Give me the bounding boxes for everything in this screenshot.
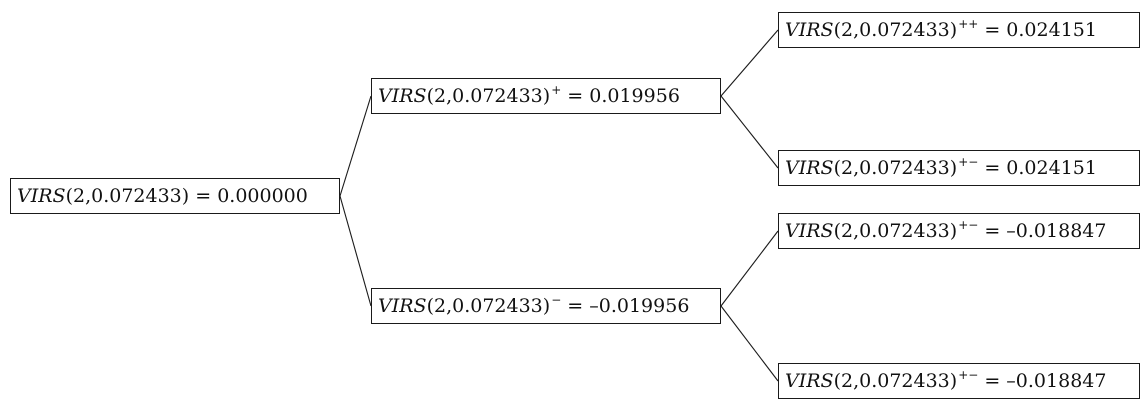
node-value: –0.018847 — [1006, 220, 1107, 242]
node-value: –0.018847 — [1006, 370, 1107, 392]
node-function-name: VIRS — [785, 157, 834, 179]
node-function-name: VIRS — [785, 220, 834, 242]
node-equals: = — [978, 370, 1007, 392]
edge-root-to-down — [339, 195, 372, 307]
node-value: 0.024151 — [1006, 19, 1097, 41]
tree-node-up: VIRS(2,0.072433)+ = 0.019956 — [371, 78, 721, 114]
node-state-suffix: ++ — [958, 17, 979, 31]
tree-node-down-up: VIRS(2,0.072433)+− = –0.018847 — [778, 213, 1140, 249]
edge-down-to-downdown — [720, 305, 779, 382]
edge-root-to-up — [339, 95, 372, 197]
tree-node-up-down: VIRS(2,0.072433)+− = 0.024151 — [778, 150, 1140, 186]
node-equals: = — [978, 19, 1007, 41]
node-state-suffix: +− — [958, 368, 979, 382]
node-equals: = — [561, 295, 590, 317]
node-value: –0.019956 — [589, 295, 690, 317]
node-state-suffix: +− — [958, 155, 979, 169]
node-equals: = — [189, 185, 218, 207]
node-arguments: (2,0.072433) — [833, 220, 958, 242]
tree-node-down-down: VIRS(2,0.072433)+− = –0.018847 — [778, 363, 1140, 399]
node-state-suffix: +− — [958, 218, 979, 232]
node-equals: = — [978, 220, 1007, 242]
edge-down-to-downup — [720, 230, 779, 307]
node-arguments: (2,0.072433) — [833, 157, 958, 179]
node-function-name: VIRS — [785, 19, 834, 41]
node-function-name: VIRS — [378, 295, 427, 317]
node-value: 0.000000 — [217, 185, 308, 207]
node-function-name: VIRS — [785, 370, 834, 392]
node-equals: = — [561, 85, 590, 107]
node-arguments: (2,0.072433) — [65, 185, 190, 207]
node-arguments: (2,0.072433) — [833, 370, 958, 392]
tree-node-root: VIRS(2,0.072433) = 0.000000 — [10, 178, 340, 214]
node-function-name: VIRS — [378, 85, 427, 107]
node-function-name: VIRS — [17, 185, 66, 207]
node-equals: = — [978, 157, 1007, 179]
tree-node-up-up: VIRS(2,0.072433)++ = 0.024151 — [778, 12, 1140, 48]
node-state-suffix: + — [551, 83, 562, 97]
node-arguments: (2,0.072433) — [833, 19, 958, 41]
node-state-suffix: − — [551, 293, 562, 307]
edge-up-to-updown — [720, 95, 779, 169]
tree-node-down: VIRS(2,0.072433)− = –0.019956 — [371, 288, 721, 324]
node-value: 0.019956 — [589, 85, 680, 107]
node-arguments: (2,0.072433) — [426, 295, 551, 317]
edge-up-to-upup — [720, 29, 779, 97]
node-arguments: (2,0.072433) — [426, 85, 551, 107]
node-value: 0.024151 — [1006, 157, 1097, 179]
